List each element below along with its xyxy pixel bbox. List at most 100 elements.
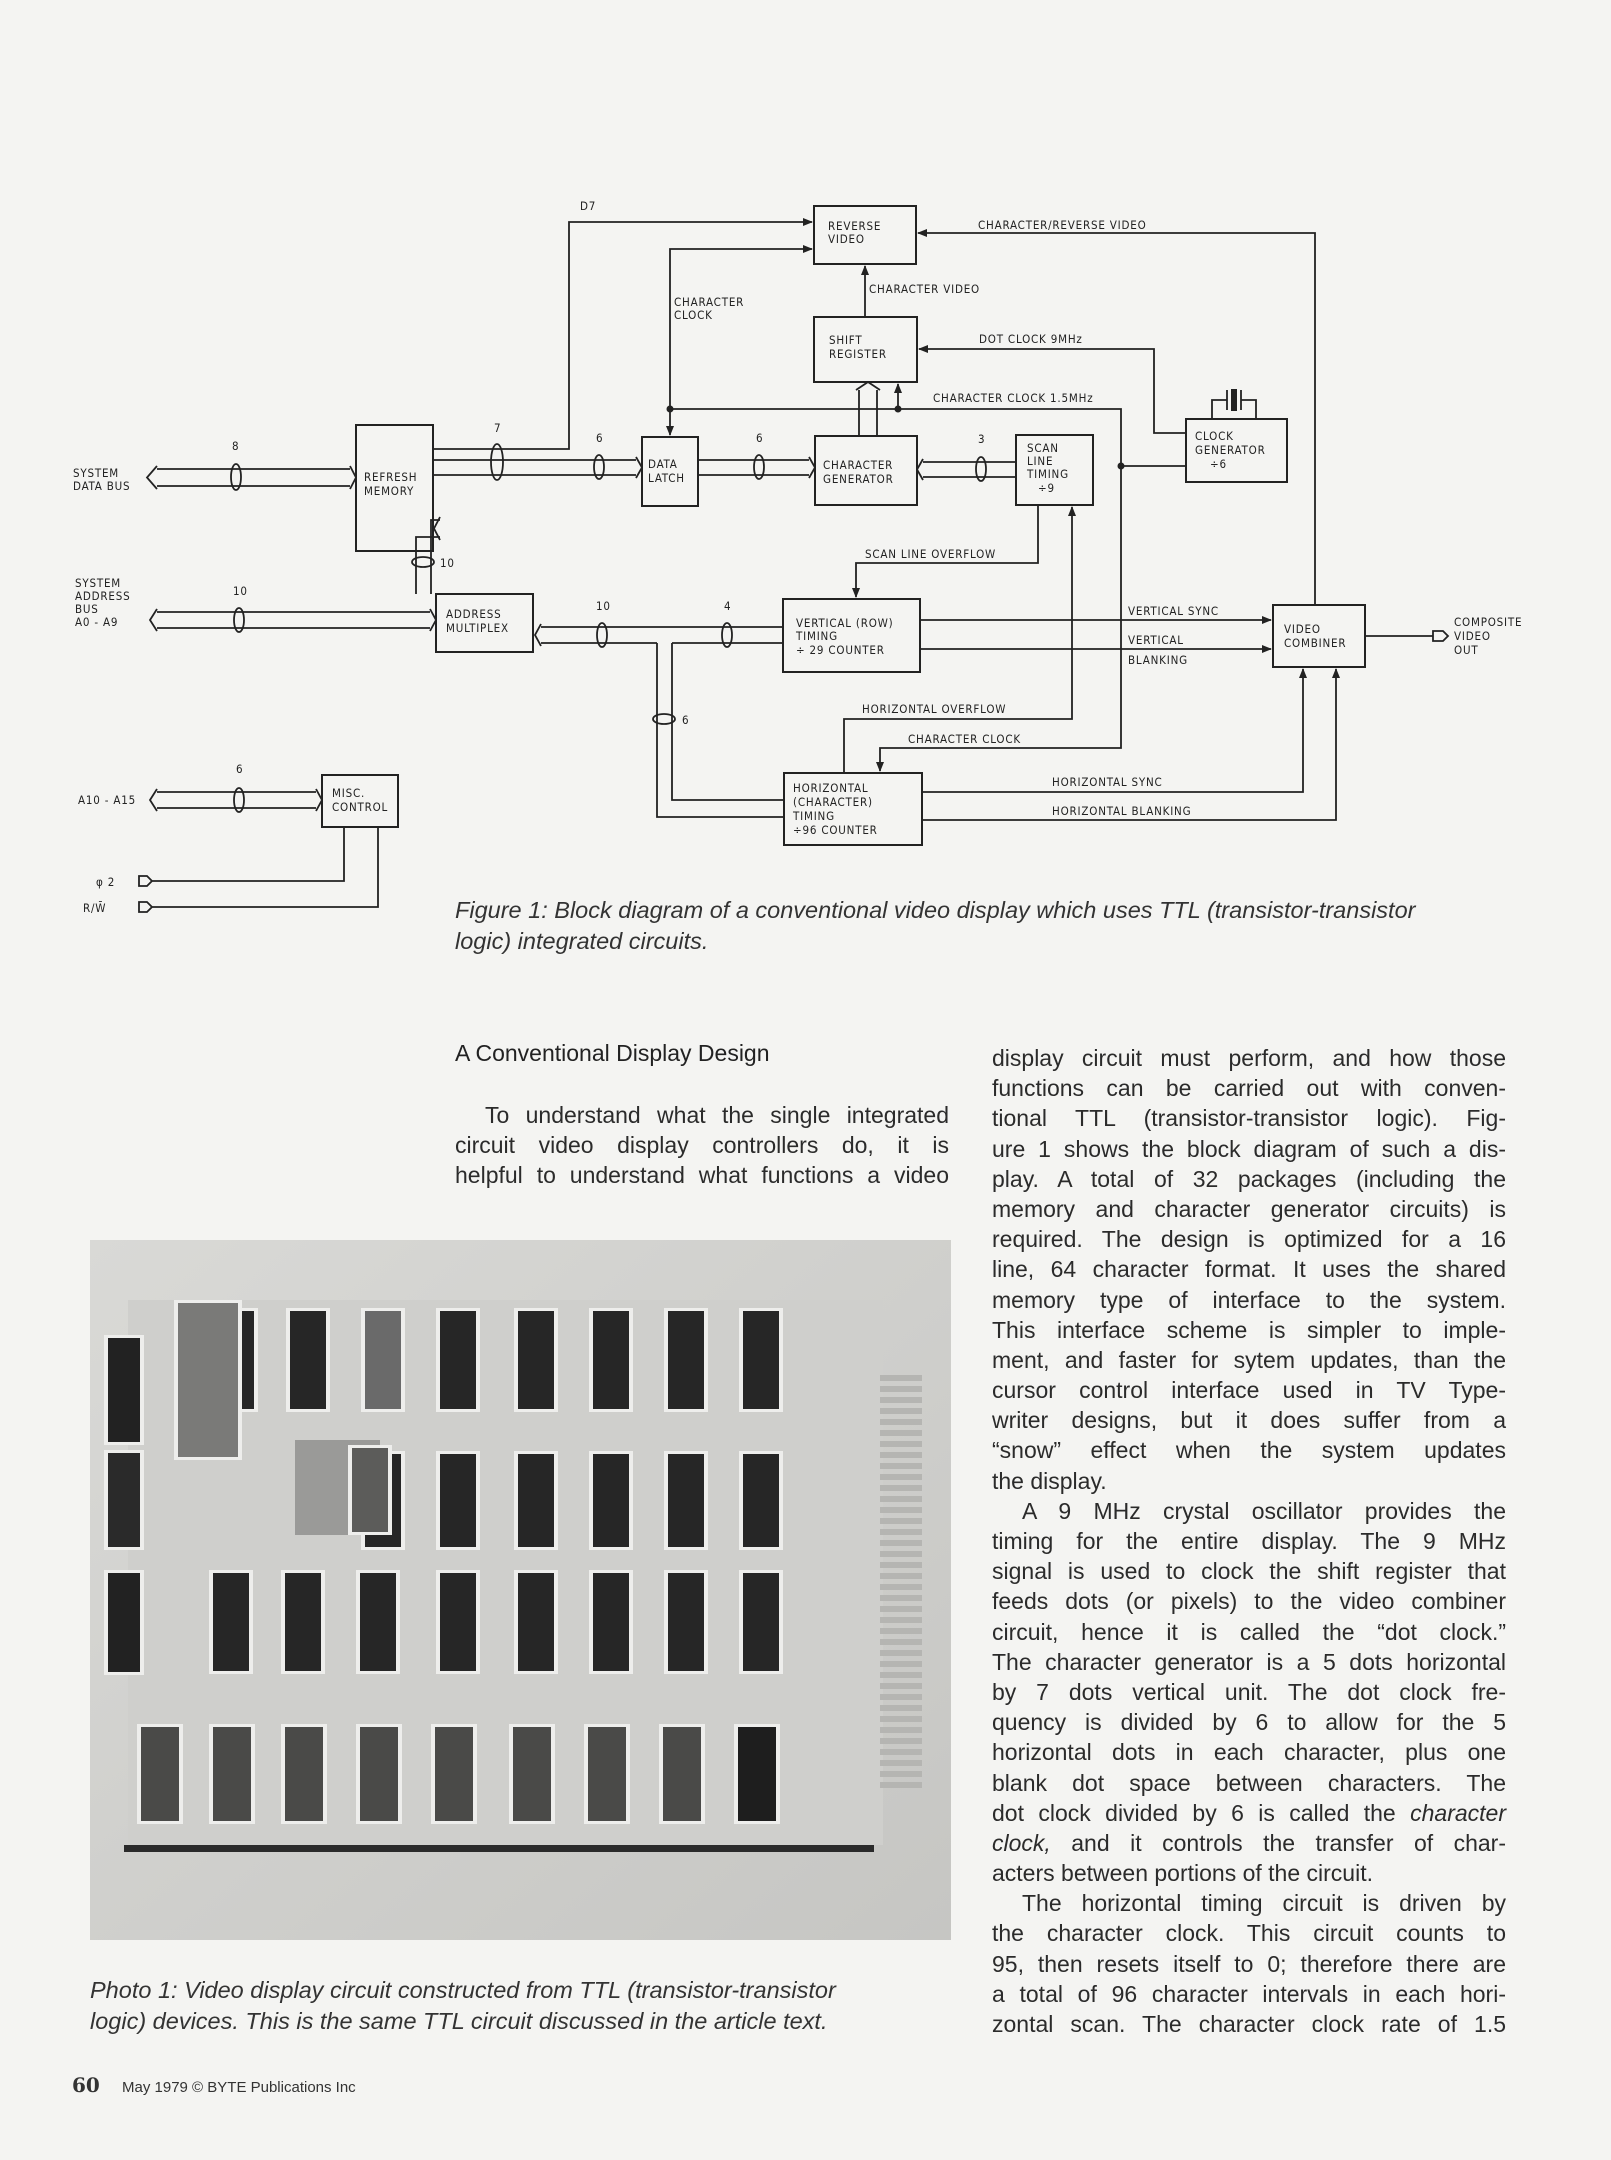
- page-number: 60: [72, 2073, 100, 2097]
- connector-finger: [880, 1683, 922, 1689]
- svg-text:REGISTER: REGISTER: [829, 347, 887, 361]
- connector-finger: [880, 1650, 922, 1656]
- ic-chip: [365, 1311, 401, 1409]
- svg-text:D7: D7: [580, 199, 596, 213]
- ic-chip: [593, 1573, 629, 1671]
- connector-finger: [880, 1386, 922, 1392]
- video-combiner-block: VIDEO COMBINER: [1272, 604, 1366, 668]
- ic-chips: [104, 1300, 783, 1824]
- connector-finger: [880, 1573, 922, 1579]
- text-line: horizontal dots in each character, plus …: [992, 1739, 1506, 1766]
- ic-chip: [440, 1311, 476, 1409]
- rw-line: [138, 827, 379, 913]
- svg-text:CHARACTER CLOCK 1.5MHz: CHARACTER CLOCK 1.5MHz: [933, 391, 1093, 405]
- text-line: functions can be carried out with conven…: [992, 1075, 1506, 1102]
- reverse-video-block: REVERSE VIDEO: [813, 205, 917, 265]
- connector-finger: [880, 1441, 922, 1447]
- svg-text:HORIZONTAL SYNC: HORIZONTAL SYNC: [1052, 775, 1163, 789]
- text-line: zontal scan. The character clock rate of…: [992, 2011, 1506, 2037]
- text-line: required. The design is optimized for a …: [992, 1226, 1506, 1253]
- svg-text:SCAN LINE OVERFLOW: SCAN LINE OVERFLOW: [865, 547, 996, 561]
- ic-chip: [518, 1311, 554, 1409]
- svg-text:10: 10: [596, 599, 611, 613]
- ic-chip: [513, 1727, 551, 1821]
- ic-chip: [285, 1573, 321, 1671]
- connector-finger: [880, 1397, 922, 1403]
- text-line: by 7 dots vertical unit. The dot clock f…: [992, 1678, 1506, 1705]
- italic-term: character: [1410, 1799, 1506, 1826]
- svg-text:÷6: ÷6: [1210, 457, 1227, 471]
- svg-text:10: 10: [233, 584, 248, 598]
- svg-text:LATCH: LATCH: [648, 471, 685, 485]
- svg-text:TIMING: TIMING: [1026, 467, 1069, 481]
- connector-finger: [880, 1595, 922, 1601]
- ic-chip: [440, 1573, 476, 1671]
- io-labels: SYSTEM DATA BUS SYSTEM ADDRESS BUS A0 - …: [73, 466, 1522, 915]
- connector-finger: [880, 1716, 922, 1722]
- connector-finger: [880, 1551, 922, 1557]
- misc-control-block: MISC. CONTROL: [321, 774, 399, 828]
- dot-clock-line: [918, 345, 1186, 434]
- ic-chip: [668, 1454, 704, 1547]
- intro-paragraph: To understand what the single integrated…: [455, 1100, 949, 1191]
- svg-text:VIDEO: VIDEO: [1454, 629, 1491, 643]
- body-column: display circuit must perform, and how th…: [992, 1043, 1506, 2039]
- a10-a15-bus: [148, 788, 324, 812]
- svg-text:SYSTEM: SYSTEM: [75, 576, 121, 590]
- horizontal-sync-line: [922, 668, 1307, 793]
- ic-chip: [440, 1454, 476, 1547]
- svg-text:CHARACTER VIDEO: CHARACTER VIDEO: [869, 282, 980, 296]
- text-line: timing for the entire display. The 9 MHz: [992, 1528, 1506, 1554]
- connector-finger: [880, 1694, 922, 1700]
- connector-finger: [880, 1474, 922, 1480]
- ic-chip: [743, 1573, 779, 1671]
- figure-caption-line: logic) integrated circuits.: [455, 928, 709, 954]
- text-line: cursor control interface used in TV Type…: [992, 1377, 1506, 1404]
- text-line: tional TTL (transistor-transistor logic)…: [992, 1105, 1506, 1132]
- connector-finger: [880, 1375, 922, 1381]
- connector-finger: [880, 1584, 922, 1590]
- ic-chip: [663, 1727, 701, 1821]
- edge-connector: [880, 1375, 922, 1788]
- character-clock-bus-line: [670, 408, 1122, 772]
- ic-chip: [435, 1727, 473, 1821]
- text-line: line, 64 character format. It uses the s…: [992, 1256, 1506, 1283]
- composite-out-line: [1365, 630, 1450, 642]
- svg-text:10: 10: [440, 556, 455, 570]
- signal-labels: D7 CHARACTER CLOCK CHARACTER/REVERSE VID…: [580, 199, 1219, 818]
- character-clock-to-reverse-line: [669, 245, 813, 409]
- connector-finger: [880, 1430, 922, 1436]
- text-line: acters between portions of the circuit.: [992, 1860, 1373, 1887]
- svg-text:COMPOSITE: COMPOSITE: [1454, 615, 1522, 629]
- svg-text:BUS: BUS: [75, 602, 99, 616]
- section-heading: A Conventional Display Design: [455, 1040, 770, 1066]
- text-line: The horizontal timing circuit is driven …: [1022, 1890, 1506, 1917]
- svg-text:8: 8: [232, 439, 239, 453]
- scan-to-chargen-bus: [915, 458, 1016, 481]
- connector-finger: [880, 1628, 922, 1634]
- connector-finger: [880, 1518, 922, 1524]
- svg-text:R/W̄: R/W̄: [83, 901, 106, 915]
- svg-text:A0 - A9: A0 - A9: [75, 615, 118, 629]
- svg-text:6: 6: [756, 431, 763, 445]
- phi2-line: [138, 827, 345, 887]
- ic-chip: [360, 1727, 398, 1821]
- buses: [145, 380, 1016, 818]
- data-latch-block: DATA LATCH: [641, 436, 699, 507]
- system-data-bus: [145, 465, 358, 490]
- connector-finger: [880, 1452, 922, 1458]
- text-line: play. A total of 32 packages (including …: [992, 1165, 1506, 1192]
- connector-finger: [880, 1738, 922, 1744]
- svg-text:CHARACTER: CHARACTER: [674, 295, 744, 309]
- svg-text:(CHARACTER): (CHARACTER): [793, 795, 873, 809]
- text-line: a total of 96 character intervals in eac…: [992, 1980, 1506, 2007]
- svg-text:VERTICAL SYNC: VERTICAL SYNC: [1128, 604, 1219, 618]
- crystal-body: [1231, 389, 1237, 411]
- connector-finger: [880, 1562, 922, 1568]
- text-line: “snow” effect when the system updates: [992, 1437, 1506, 1464]
- ic-chip: [743, 1311, 779, 1409]
- text-line: memory type of interface to the system.: [992, 1286, 1506, 1313]
- mux-to-refresh-bus: [415, 516, 441, 594]
- ic-chip: [285, 1727, 323, 1821]
- svg-text:LINE: LINE: [1027, 454, 1053, 468]
